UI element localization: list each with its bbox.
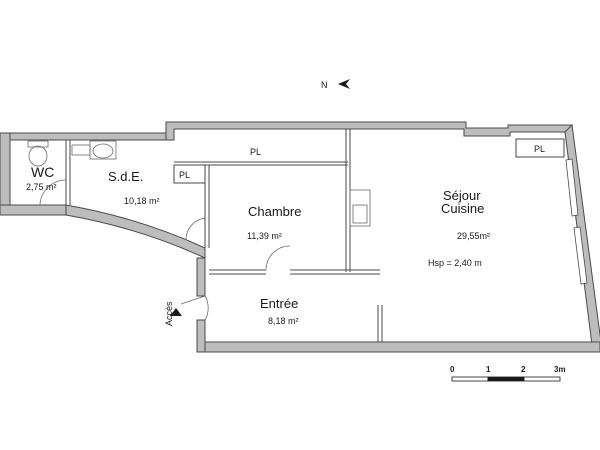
chambre-name: Chambre: [248, 204, 301, 219]
cuisine-name: Cuisine: [441, 201, 484, 216]
interior-partitions: [65, 129, 565, 342]
north-label: N: [321, 80, 328, 90]
sejour-area: 29,55m²: [457, 231, 490, 241]
pl-top-label: PL: [250, 147, 261, 157]
wc-name: WC: [31, 164, 54, 180]
scale-tick-1: 1: [486, 365, 491, 374]
wc-area: 2,75 m²: [26, 182, 57, 192]
access-label: Accès: [164, 301, 174, 326]
fixtures: [27, 140, 291, 321]
right-windows: [565, 158, 588, 285]
chambre-area: 11,39 m²: [247, 231, 282, 241]
north-arrow: N: [321, 79, 350, 90]
sde-area: 10,18 m²: [124, 196, 160, 206]
entree-name: Entrée: [260, 296, 298, 311]
sejour-name: Séjour: [443, 188, 481, 203]
pl-sejour-label: PL: [534, 144, 545, 154]
scale-tick-0: 0: [450, 365, 455, 374]
pl-sde-label: PL: [179, 170, 190, 180]
access-marker: Accès: [164, 301, 182, 326]
sde-name: S.d.E.: [108, 169, 143, 184]
entree-area: 8,18 m²: [268, 316, 299, 326]
scale-tick-2: 2: [521, 365, 526, 374]
scale-bar: 0 1 2 3m: [450, 365, 566, 382]
ceiling-height: Hsp = 2,40 m: [428, 258, 482, 268]
scale-tick-3: 3m: [554, 365, 566, 374]
